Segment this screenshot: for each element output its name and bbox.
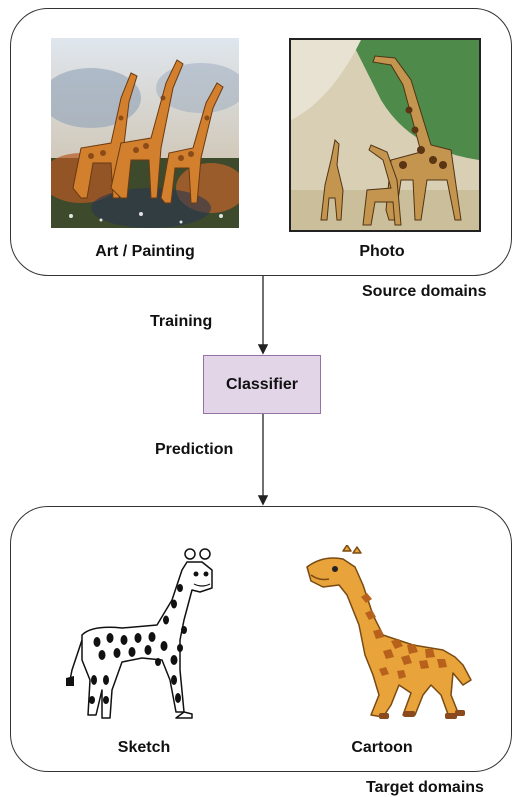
sketch-label: Sketch [117,739,171,756]
giraffe-sketch-image [62,540,222,725]
giraffe-cartoon-image [303,545,478,725]
target-domains-caption: Target domains [366,779,484,796]
classifier-box: Classifier [203,355,321,414]
giraffe-painting-image [51,38,239,228]
cartoon-label: Cartoon [351,739,413,756]
art-painting-label: Art / Painting [95,243,195,260]
prediction-label: Prediction [155,441,234,458]
photo-label: Photo [359,243,405,260]
classifier-label: Classifier [225,375,299,393]
training-label: Training [150,313,213,330]
giraffe-photo-image [289,38,481,232]
source-domains-caption: Source domains [362,283,487,300]
